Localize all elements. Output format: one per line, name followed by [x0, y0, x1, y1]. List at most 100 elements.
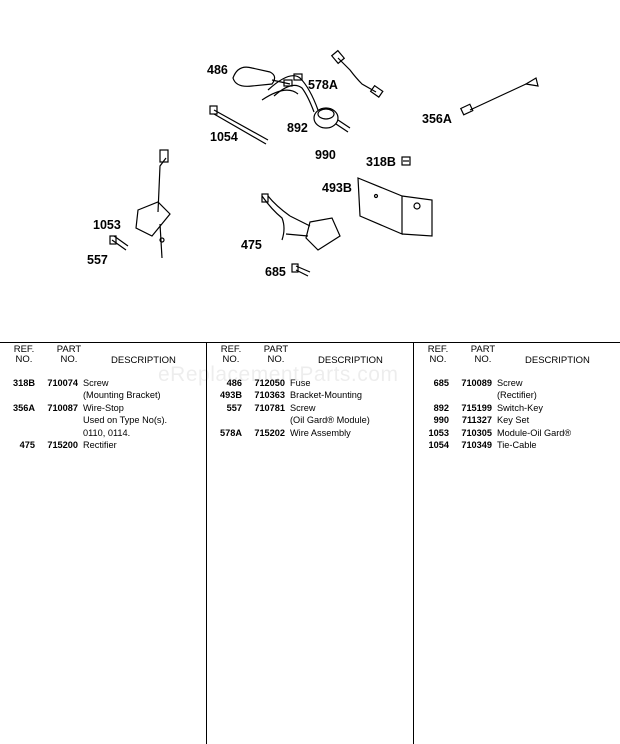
part-description: Fuse	[290, 377, 310, 389]
part-number: 710087	[47, 402, 78, 413]
rectifier-part	[261, 193, 341, 251]
ref-header-line2: NO.	[429, 354, 447, 365]
callout-486: 486	[207, 63, 228, 77]
ref-number: 685	[433, 378, 449, 388]
callout-475: 475	[241, 238, 262, 252]
description-line: (Rectifier)	[497, 390, 537, 401]
column-divider	[413, 342, 414, 744]
description-line: 0110, 0114.	[83, 427, 131, 438]
ref-header-line2: NO.	[15, 354, 33, 365]
table-row: 1053 710305 Module-Oil Gard®	[414, 427, 572, 439]
ref-number: 475	[19, 440, 35, 451]
callout-578a: 578A	[308, 78, 338, 92]
description-line: Bracket-Mounting	[290, 390, 363, 401]
part-header-line2: NO.	[267, 354, 285, 365]
table-row: 557 710781 Screw (Oil Gard® Module)	[207, 402, 370, 427]
description-header: DESCRIPTION	[525, 355, 590, 366]
part-description: Key Set	[497, 414, 529, 426]
table-row: 356A 710087 Wire-Stop Used on Type No(s)…	[0, 402, 167, 439]
ref-no-header: REF. NO.	[217, 345, 245, 365]
part-number: 710781	[254, 402, 285, 413]
column-divider	[206, 342, 207, 744]
description-line: Screw	[290, 402, 316, 413]
part-description: Screw (Rectifier)	[497, 377, 537, 402]
screw-557-part	[109, 235, 129, 251]
description-header: DESCRIPTION	[318, 355, 383, 366]
description-line: Screw	[83, 378, 109, 388]
part-no-header: PART NO.	[466, 345, 500, 365]
part-number: 710363	[254, 390, 285, 401]
part-number: 715200	[47, 440, 78, 451]
callout-990: 990	[315, 148, 336, 162]
table-row: 990 711327 Key Set	[414, 414, 571, 426]
callout-493b: 493B	[322, 181, 352, 195]
callout-1054: 1054	[210, 130, 238, 144]
part-description: Bracket-Mounting	[290, 389, 362, 401]
ref-number: 578A	[220, 427, 242, 438]
part-description: Wire Assembly	[290, 427, 351, 439]
ref-number: 892	[433, 402, 449, 413]
callout-557: 557	[87, 253, 108, 267]
ref-number: 557	[226, 402, 242, 413]
part-number: 712050	[254, 378, 285, 388]
description-line: Rectifier	[83, 440, 117, 451]
description-line: Screw	[497, 378, 523, 388]
description-line: Used on Type No(s).	[83, 415, 168, 426]
ref-header-line1: REF.	[220, 344, 242, 355]
part-number: 711327	[461, 415, 492, 426]
part-description: Screw (Oil Gard® Module)	[290, 402, 370, 427]
table-row: 1054 710349 Tie-Cable	[414, 439, 571, 451]
table-top-rule	[0, 342, 620, 343]
screw-685-part	[291, 263, 311, 277]
parts-rows: 486 712050 Fuse 493B 710363 Bracket-Moun…	[207, 377, 370, 439]
parts-rows: 685 710089 Screw (Rectifier) 892 715199 …	[414, 377, 572, 451]
part-number: 710305	[461, 427, 492, 438]
part-header-line2: NO.	[474, 354, 492, 365]
table-row: 493B 710363 Bracket-Mounting	[207, 389, 370, 401]
description-line: Tie-Cable	[497, 440, 537, 451]
ref-number: 1054	[428, 440, 449, 451]
ref-header-line1: REF.	[13, 344, 35, 355]
callout-892: 892	[287, 121, 308, 135]
table-row: 486 712050 Fuse	[207, 377, 370, 389]
description-line: Wire-Stop	[83, 402, 124, 413]
part-description: Wire-Stop Used on Type No(s). 0110, 0114…	[83, 402, 167, 439]
part-header-line2: NO.	[60, 354, 78, 365]
fuse-part	[232, 66, 291, 87]
part-header-line1: PART	[263, 344, 289, 355]
description-line: Wire Assembly	[290, 427, 351, 438]
part-no-header: PART NO.	[259, 345, 293, 365]
description-line: Key Set	[497, 415, 530, 426]
part-number: 710074	[47, 378, 78, 388]
mounting-bracket-part	[357, 177, 433, 237]
part-description: Screw (Mounting Bracket)	[83, 377, 161, 402]
callout-318b: 318B	[366, 155, 396, 169]
part-number: 710089	[461, 378, 492, 388]
table-row: 475 715200 Rectifier	[0, 439, 167, 451]
description-line: Fuse	[290, 378, 311, 388]
oil-gard-module-part	[135, 149, 171, 259]
ref-number: 1053	[428, 427, 449, 438]
callout-685: 685	[265, 265, 286, 279]
table-row: 578A 715202 Wire Assembly	[207, 427, 370, 439]
ref-header-line2: NO.	[222, 354, 240, 365]
description-line: (Mounting Bracket)	[83, 390, 161, 401]
ref-number: 356A	[13, 402, 35, 413]
description-header: DESCRIPTION	[111, 355, 176, 366]
part-header-line1: PART	[470, 344, 496, 355]
part-description: Switch-Key	[497, 402, 543, 414]
ref-no-header: REF. NO.	[10, 345, 38, 365]
watermark: eReplacementParts.com	[158, 363, 399, 386]
screw-318b-part	[401, 156, 411, 166]
part-number: 715199	[461, 402, 492, 413]
description-line: Switch-Key	[497, 402, 543, 413]
part-no-header: PART NO.	[52, 345, 86, 365]
description-line: Module-Oil Gard®	[497, 427, 572, 438]
table-row: 318B 710074 Screw (Mounting Bracket)	[0, 377, 167, 402]
part-description: Module-Oil Gard®	[497, 427, 571, 439]
parts-rows: 318B 710074 Screw (Mounting Bracket) 356…	[0, 377, 167, 451]
parts-list-table: REF. NO. PART NO. DESCRIPTION 318B 71007…	[0, 340, 620, 744]
part-header-line1: PART	[56, 344, 82, 355]
wire-assembly-part	[330, 49, 384, 98]
ref-no-header: REF. NO.	[424, 345, 452, 365]
